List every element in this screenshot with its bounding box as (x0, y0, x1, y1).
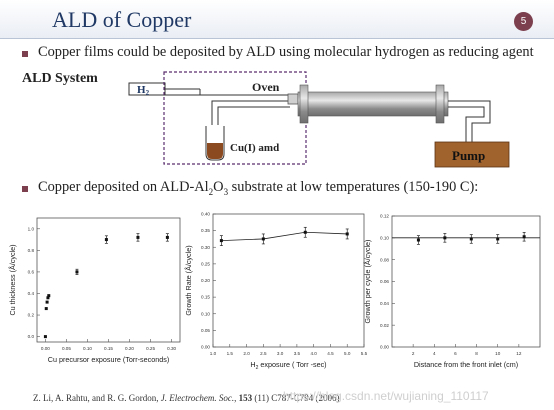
y-tick-label: 0.00 (380, 345, 389, 350)
page-number-badge: 5 (514, 12, 533, 31)
x-tick-label: 2.0 (243, 351, 250, 356)
data-point (443, 236, 447, 240)
data-point (136, 235, 140, 239)
y-tick-label: 0.20 (201, 278, 210, 283)
x-tick-label: 10 (495, 351, 501, 356)
x-tick-label: 4.0 (310, 351, 317, 356)
data-point (104, 238, 108, 242)
y-tick-label: 0.05 (201, 328, 210, 333)
x-tick-label: 0.25 (146, 346, 155, 351)
bullet-text-1: Copper films could be deposited by ALD u… (38, 44, 534, 60)
y-tick-label: 0.15 (201, 295, 210, 300)
y-tick-label: 0.35 (201, 228, 210, 233)
data-point (469, 237, 473, 241)
x-tick-label: 5.0 (344, 351, 351, 356)
x-tick-label: 2 (412, 351, 415, 356)
x-tick-label: 4.5 (327, 351, 334, 356)
title-bar (0, 0, 554, 39)
y-tick-label: 0.08 (380, 257, 389, 262)
data-point (46, 296, 50, 300)
y-tick-label: 0.25 (201, 261, 210, 266)
data-point (165, 235, 169, 239)
y-axis-label: Growth per cycle (Å/cycle) (363, 240, 372, 324)
chart-1: 0.00 0.05 0.10 0.15 0.20 0.25 0.30 0.0 0.2 0.4 0.6… (8, 217, 181, 364)
data-point (522, 235, 526, 239)
x-tick-label: 3.0 (277, 351, 284, 356)
data-point (303, 230, 307, 234)
data-point (219, 239, 223, 243)
x-tick-label: 0.30 (167, 346, 176, 351)
y-axis-label: Cu thickness (Å/cycle) (8, 244, 17, 315)
y-tick-label: 1.0 (28, 226, 35, 231)
data-point (496, 237, 500, 241)
x-tick-label: 5.5 (361, 351, 368, 356)
y-tick-label: 0.12 (380, 214, 389, 219)
chart-3: 2 4 6 8 10 12 0.00 0.02 0.04 0.06 0.08 0.10 0.12Dist… (363, 214, 541, 369)
y-tick-label: 0.6 (28, 270, 35, 275)
y-tick-label: 0.06 (380, 279, 389, 284)
ald-system-label: ALD System (22, 71, 98, 86)
y-tick-label: 0.00 (201, 345, 210, 350)
plot-frame (36, 217, 181, 343)
plot-frame (391, 215, 541, 348)
y-tick-label: 0.4 (28, 291, 35, 296)
x-tick-label: 3.5 (294, 351, 301, 356)
y-tick-label: 0.40 (201, 212, 210, 217)
x-axis-label: H2 exposure ( Torr -sec) (250, 360, 326, 371)
x-tick-label: 0.20 (125, 346, 134, 351)
bullet-square-icon (22, 51, 28, 57)
data-point (45, 300, 49, 304)
x-tick-label: 1.0 (210, 351, 217, 356)
y-tick-label: 0.02 (380, 323, 389, 328)
x-tick-label: 4 (433, 351, 436, 356)
x-tick-label: 2.5 (260, 351, 267, 356)
x-axis-label: Cu precursor exposure (Torr-seconds) (48, 355, 169, 364)
y-tick-label: 0.2 (28, 313, 35, 318)
x-tick-label: 8 (475, 351, 478, 356)
x-tick-label: 0.00 (41, 346, 50, 351)
data-point (261, 237, 265, 241)
y-tick-label: 0.30 (201, 245, 210, 250)
y-axis-label: Growth Rate (Å/cycle) (184, 245, 193, 315)
y-tick-label: 0.0 (28, 334, 35, 339)
series-line (221, 231, 348, 241)
x-tick-label: 6 (454, 351, 457, 356)
data-point (345, 232, 349, 236)
x-tick-label: 1.5 (227, 351, 234, 356)
x-tick-label: 12 (516, 351, 522, 356)
slide-title: ALD of Copper (52, 7, 192, 32)
x-axis-label: Distance from the front inlet (cm) (414, 360, 518, 369)
bullet-square-icon (22, 186, 28, 192)
data-point (416, 238, 420, 242)
watermark: https://blog.csdn.net/wujianing_110117 (283, 389, 489, 403)
chart-2: 1.0 1.5 2.0 2.5 3.0 3.5 4.0 4.5 5.0 5.5 0.00 0.05 0.… (184, 212, 368, 371)
y-tick-label: 0.8 (28, 248, 35, 253)
bullet-text-2: Copper deposited on ALD-Al2O3 substrate … (38, 179, 479, 197)
data-point (75, 270, 79, 274)
data-point (47, 294, 51, 298)
y-tick-label: 0.10 (380, 235, 389, 240)
x-tick-label: 0.15 (104, 346, 113, 351)
citation: Z. Li, A. Rahtu, and R. G. Gordon, J. El… (33, 393, 340, 403)
data-point (44, 307, 48, 311)
y-tick-label: 0.10 (201, 311, 210, 316)
x-tick-label: 0.05 (62, 346, 71, 351)
x-tick-label: 0.10 (83, 346, 92, 351)
title-rule (0, 38, 554, 39)
y-tick-label: 0.04 (380, 301, 389, 306)
data-point (43, 335, 47, 339)
